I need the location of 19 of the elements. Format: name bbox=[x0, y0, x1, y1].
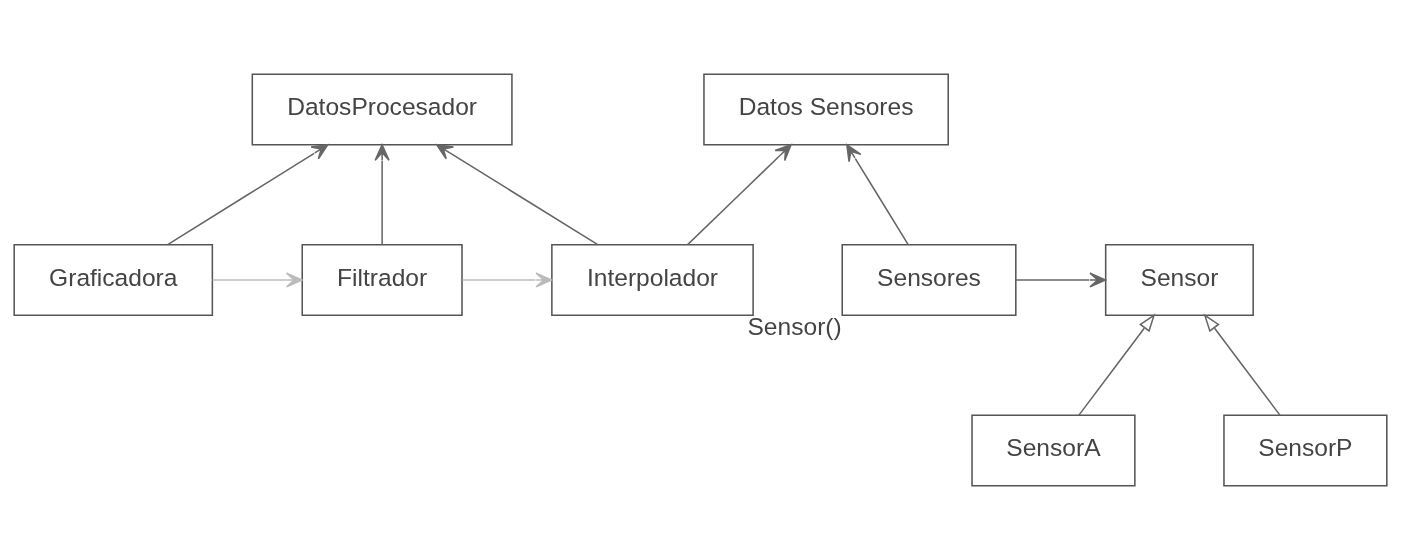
arrow bbox=[435, 143, 599, 245]
node-box: Datos Sensores bbox=[703, 72, 949, 146]
arrow bbox=[211, 271, 303, 288]
node-box: Sensores bbox=[841, 243, 1017, 316]
node-box: SensorP bbox=[1223, 413, 1388, 487]
arrow bbox=[686, 143, 792, 245]
arrow bbox=[1015, 271, 1107, 288]
node-box: DatosProcesador bbox=[251, 72, 513, 146]
arrow bbox=[1078, 313, 1156, 416]
arrow bbox=[1203, 313, 1281, 416]
arrow bbox=[166, 143, 329, 245]
arrow bbox=[461, 271, 553, 288]
node-box: Interpolador bbox=[551, 243, 754, 316]
node-box: Sensor bbox=[1104, 243, 1254, 316]
node-box: Graficadora bbox=[13, 243, 214, 316]
node-box: Filtrador bbox=[301, 243, 463, 316]
node-box: SensorA bbox=[971, 413, 1136, 487]
arrow bbox=[374, 143, 390, 245]
arrow bbox=[846, 143, 909, 245]
